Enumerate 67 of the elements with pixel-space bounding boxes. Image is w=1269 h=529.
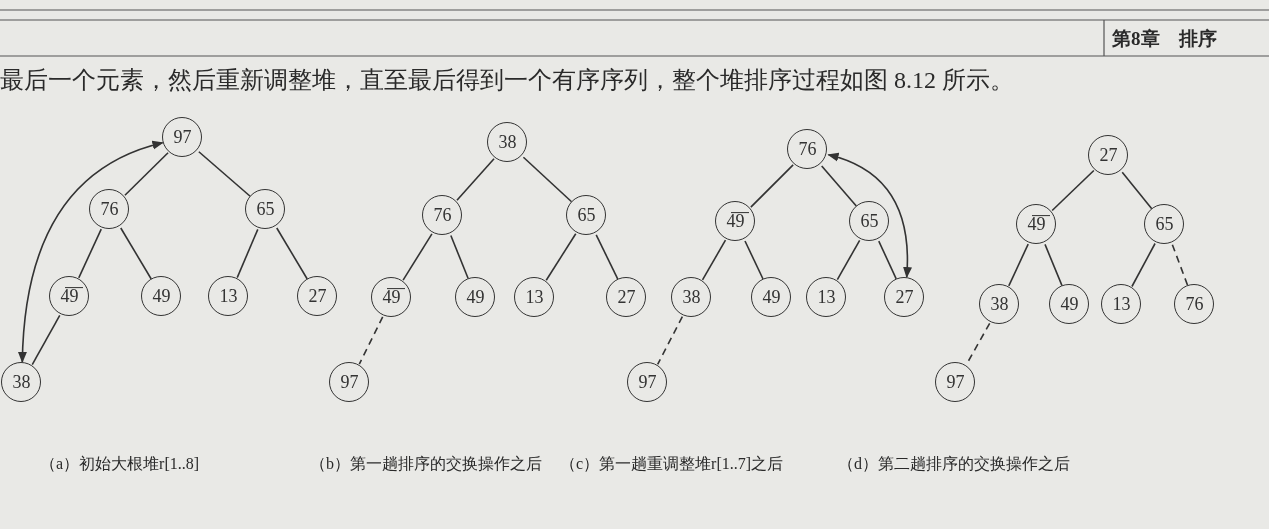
tree-edge [701,239,727,281]
heap-node: 49 [455,277,496,318]
heap-node: 27 [606,277,647,318]
heap-node: 13 [1101,284,1142,325]
heap-node: 97 [935,362,976,403]
tree-edge [402,233,433,281]
figure-caption: （c）第一趟重调整堆r[1..7]之后 [560,454,784,474]
heap-node: 76 [1174,284,1215,325]
tree-edge [545,232,577,282]
heap-node: 76 [787,129,828,170]
tree-edge [750,164,794,208]
swap-arrow [827,153,912,279]
tree-edge [198,150,251,198]
heap-node: 38 [487,122,528,163]
chapter-header: 第8章 排序 [1112,27,1217,51]
tree-edge [275,227,309,280]
heap-node: 49 [141,276,182,317]
heap-node: 4̅9̅ [371,277,412,318]
tree-edge [77,228,103,279]
tree-edge [1051,169,1095,212]
tree-edge [31,314,61,366]
tree-edge [358,316,384,365]
heap-node: 97 [627,362,668,403]
heap-node: 97 [162,117,203,158]
heap-node: 65 [245,189,286,230]
body-text: 最后一个元素，然后重新调整堆，直至最后得到一个有序序列，整个堆排序过程如图 8.12 所示。 [0,66,1014,95]
tree-edge [1121,171,1153,210]
heap-node: 38 [671,277,712,318]
tree-edge [450,234,469,280]
tree-edge [820,165,858,207]
heap-node: 76 [422,195,463,236]
heap-node: 38 [1,362,42,403]
tree-edge [1044,243,1063,287]
tree-edge [1131,242,1156,288]
heap-node: 65 [566,195,607,236]
tree-edge [124,151,169,197]
figure-caption: （d）第二趟排序的交换操作之后 [838,454,1070,474]
heap-node: 27 [297,276,338,317]
heap-node: 13 [208,276,249,317]
heap-node: 65 [1144,204,1185,245]
heap-node: 38 [979,284,1020,325]
heap-node: 76 [89,189,130,230]
figure-caption: （a）初始大根堆r[1..8] [40,454,200,474]
heap-node: 49 [751,277,792,318]
tree-edge [119,227,153,280]
heap-node: 4̅9̅ [1016,204,1057,245]
tree-edge [878,240,897,280]
heap-node: 27 [1088,135,1129,176]
figure-caption: （b）第一趟排序的交换操作之后 [310,454,542,474]
tree-edge [1008,243,1029,287]
tree-edge [456,157,495,202]
tree-edge [744,240,764,280]
heap-node: 4̅9̅ [49,276,90,317]
heap-node: 49 [1049,284,1090,325]
tree-edge [522,156,573,203]
tree-edge [836,239,861,281]
tree-edge [1171,243,1189,287]
heap-node: 4̅9̅ [715,201,756,242]
heap-node: 97 [329,362,370,403]
tree-edge [595,234,619,280]
heap-node: 13 [806,277,847,318]
heap-node: 27 [884,277,925,318]
tree-edge [656,315,684,366]
tree-edge [236,228,259,279]
heap-node: 13 [514,277,555,318]
swap-arrow [18,141,164,364]
heap-node: 65 [849,201,890,242]
